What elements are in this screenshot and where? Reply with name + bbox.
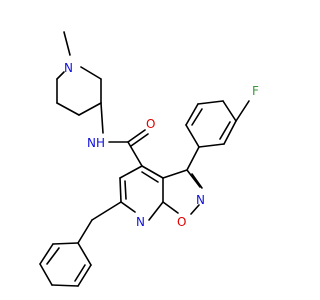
pyridine-ring bbox=[119, 165, 164, 221]
atom-o-isoxazole-label: O bbox=[177, 215, 186, 229]
atom-f-label: F bbox=[252, 84, 259, 98]
atom-o-carbonyl-label: O bbox=[146, 117, 155, 131]
phenyl-ring bbox=[39, 219, 93, 287]
atom-n-isoxazole-label: N bbox=[196, 193, 205, 207]
isoxazole-ring bbox=[162, 169, 203, 215]
bond-ring-to-nh bbox=[100, 102, 104, 134]
molecule-diagram: F O NH N N N O bbox=[39, 31, 259, 287]
bond-pyridine-phenyl bbox=[91, 201, 122, 221]
atom-n-piperidine-label: N bbox=[64, 61, 73, 75]
carbonyl-group bbox=[127, 129, 149, 167]
bond-c-f bbox=[235, 100, 250, 122]
atom-n-pyridine-label: N bbox=[136, 215, 145, 229]
atom-nh-label: NH bbox=[87, 136, 105, 150]
piperidine-ring bbox=[56, 66, 102, 116]
fluorophenyl-ring bbox=[185, 100, 237, 171]
bond-methyl bbox=[63, 31, 71, 56]
